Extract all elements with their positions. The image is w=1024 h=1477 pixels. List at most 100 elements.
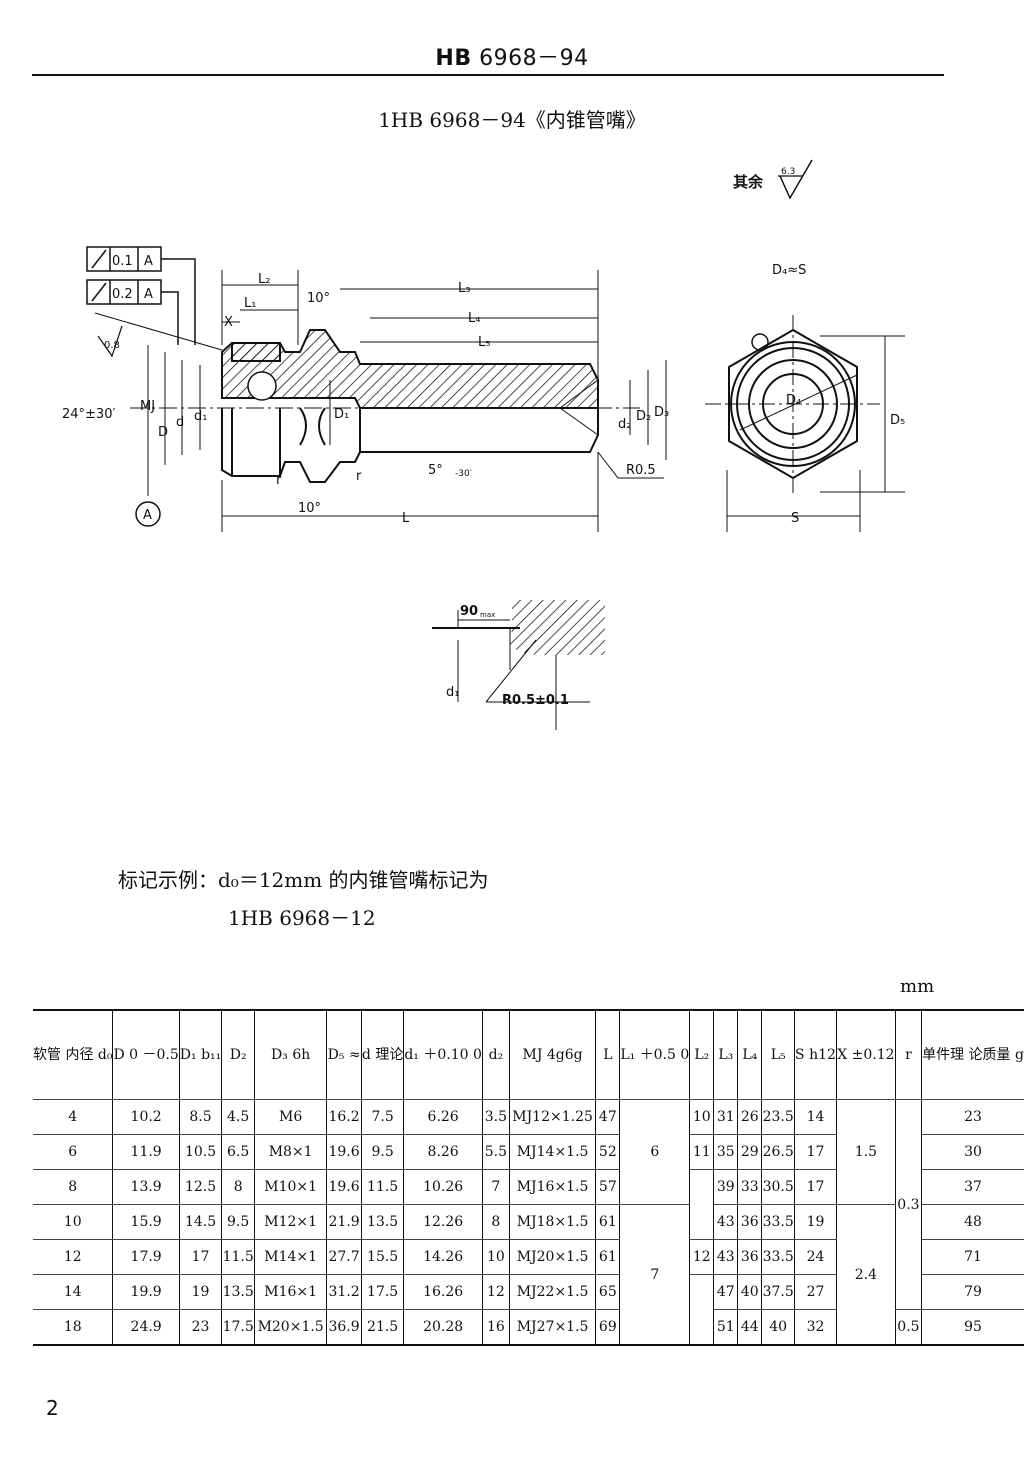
marking-code: 1HB 6968－12 xyxy=(228,906,376,930)
table-cell: 19 xyxy=(794,1204,837,1240)
detail-90-sub: max xyxy=(480,611,495,619)
header-cell: D₅ ≈ xyxy=(326,1009,362,1100)
table-cell: M20×1.5 xyxy=(254,1309,328,1346)
header-cell: D₂ xyxy=(221,1009,256,1100)
table-cell: 71 xyxy=(921,1239,1024,1275)
table-cell: 35 xyxy=(713,1134,739,1170)
table-cell: MJ12×1.25 xyxy=(508,1099,597,1135)
detail-view xyxy=(432,600,605,730)
table-cell: 12.5 xyxy=(178,1169,223,1205)
dim-D1: D₁ xyxy=(334,407,349,422)
table-cell: 69 xyxy=(595,1309,621,1346)
dim-D: D xyxy=(158,425,168,440)
header-cell: d 理论 xyxy=(360,1009,405,1100)
table-cell xyxy=(689,1169,715,1240)
standard-number: HB 6968－94 xyxy=(0,40,1024,72)
table-cell: 36.9 xyxy=(326,1309,362,1346)
table-cell: 21.5 xyxy=(360,1309,405,1346)
table-cell: 29 xyxy=(737,1134,763,1170)
table-cell: 13.9 xyxy=(112,1169,180,1205)
roughness-value: 6.3 xyxy=(781,167,795,177)
table-cell: 6 xyxy=(33,1134,114,1170)
svg-text:0.2: 0.2 xyxy=(112,287,133,302)
table-cell: 17 xyxy=(794,1169,837,1205)
header-cell: 单件理 论质量 g xyxy=(921,1009,1024,1100)
table-cell: 19.6 xyxy=(326,1134,362,1170)
table-cell: 36 xyxy=(737,1239,763,1275)
table-cell: 15.5 xyxy=(360,1239,405,1275)
table-cell: MJ16×1.5 xyxy=(508,1169,597,1205)
table-cell: 20.28 xyxy=(403,1309,483,1346)
standard-prefix: HB xyxy=(435,46,472,71)
table-cell: 61 xyxy=(595,1204,621,1240)
dim-D4: D₄ xyxy=(786,393,801,408)
table-cell: M8×1 xyxy=(254,1134,328,1170)
table-cell: 48 xyxy=(921,1204,1024,1240)
header-cell: L₁ ＋0.5 0 xyxy=(619,1009,691,1100)
header-cell: MJ 4g6g xyxy=(508,1009,597,1100)
table-cell: 6.26 xyxy=(403,1099,483,1135)
header-cell: S h12 xyxy=(794,1009,837,1100)
table-cell: 17.5 xyxy=(221,1309,256,1346)
header-cell: D₃ 6h xyxy=(254,1009,328,1100)
dim-L1: L₁ xyxy=(244,296,256,311)
table-cell: 18 xyxy=(33,1309,114,1346)
table-cell: 79 xyxy=(921,1274,1024,1310)
header-cell: d₁ ＋0.10 0 xyxy=(403,1009,483,1100)
table-cell: 16 xyxy=(481,1309,510,1346)
dimension-lines xyxy=(147,270,667,532)
dim-MJ: MJ xyxy=(140,399,155,414)
table-cell: 95 xyxy=(921,1309,1024,1346)
table-cell: 27.7 xyxy=(326,1239,362,1275)
table-cell: 52 xyxy=(595,1134,621,1170)
header-cell: d₂ xyxy=(481,1009,510,1100)
table-cell: 10 xyxy=(689,1099,715,1135)
table-cell: 40 xyxy=(761,1309,796,1346)
table-cell: 17.5 xyxy=(360,1274,405,1310)
table-cell: 10 xyxy=(33,1204,114,1240)
table-cell: MJ14×1.5 xyxy=(508,1134,597,1170)
table-cell: 21.9 xyxy=(326,1204,362,1240)
table-cell: 0.3 xyxy=(894,1099,923,1310)
table-cell: M14×1 xyxy=(254,1239,328,1275)
technical-drawing: 其余 6.3 0.1 A 0.2 A 0.8 xyxy=(62,159,905,730)
table-cell: 19.6 xyxy=(326,1169,362,1205)
table-cell: 16.26 xyxy=(403,1274,483,1310)
table-cell: 61 xyxy=(595,1239,621,1275)
table-cell: 6.5 xyxy=(221,1134,256,1170)
table-cell: 23 xyxy=(178,1309,223,1346)
header-cell: L₄ xyxy=(737,1009,763,1100)
table-cell: 7 xyxy=(481,1169,510,1205)
table-cell: 10.5 xyxy=(178,1134,223,1170)
table-cell: 17 xyxy=(794,1134,837,1170)
table-cell: M16×1 xyxy=(254,1274,328,1310)
dim-d1: d₁ xyxy=(194,409,207,424)
angle-10-top: 10° xyxy=(307,291,330,306)
table-cell: 11.5 xyxy=(221,1239,256,1275)
table-cell: 27 xyxy=(794,1274,837,1310)
dim-S: S xyxy=(791,511,799,526)
header-cell: 软管 内径 d₀ xyxy=(33,1009,114,1100)
angle-10-bottom: 10° xyxy=(298,501,321,516)
D4-approx-S: D₄≈S xyxy=(772,263,806,278)
angle-5: 5° xyxy=(428,463,443,478)
roughness-label: 其余 xyxy=(733,173,764,191)
end-view xyxy=(705,315,905,532)
table-cell: MJ20×1.5 xyxy=(508,1239,597,1275)
table-cell: 5.5 xyxy=(481,1134,510,1170)
table-cell: 3.5 xyxy=(481,1099,510,1135)
table-cell: 14 xyxy=(33,1274,114,1310)
header-rule xyxy=(32,74,944,76)
table-cell: 10 xyxy=(481,1239,510,1275)
dim-d2: d₂ xyxy=(618,417,631,432)
table-cell: 26.5 xyxy=(761,1134,796,1170)
table-cell: 30 xyxy=(921,1134,1024,1170)
svg-text:A: A xyxy=(144,287,153,302)
table-cell: 40 xyxy=(737,1274,763,1310)
datum-A-circle xyxy=(135,501,161,527)
table-cell: 36 xyxy=(737,1204,763,1240)
